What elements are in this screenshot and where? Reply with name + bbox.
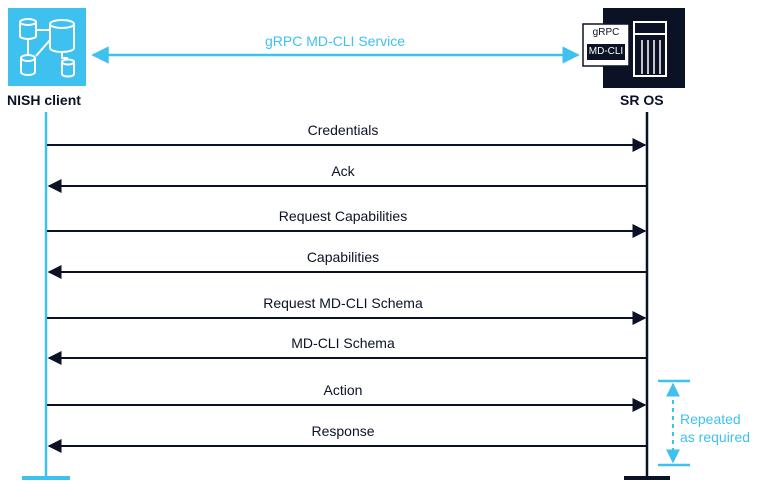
repeat-note-line2: as required	[680, 429, 751, 445]
server-router-icon	[582, 8, 685, 88]
message-label-response: Response	[311, 423, 375, 439]
repeat-bracket	[658, 379, 690, 467]
message-label-capabilities: Capabilities	[306, 249, 380, 265]
message-label-ack: Ack	[331, 163, 355, 179]
server-label: SR OS	[620, 92, 664, 108]
service-label: gRPC MD-CLI Service	[264, 33, 406, 49]
client-database-icon	[8, 8, 86, 86]
message-label-schema: MD-CLI Schema	[291, 335, 395, 351]
message-label-request-schema: Request MD-CLI Schema	[263, 295, 423, 311]
message-label-credentials: Credentials	[307, 122, 379, 138]
message-label-request-capabilities: Request Capabilities	[278, 208, 408, 224]
repeat-note-line1: Repeated	[680, 411, 741, 427]
client-label: NISH client	[7, 92, 81, 108]
message-label-action: Action	[323, 382, 363, 398]
server-badge-bottom-label: MD-CLI	[588, 46, 624, 57]
server-badge-top-label: gRPC	[592, 27, 620, 38]
